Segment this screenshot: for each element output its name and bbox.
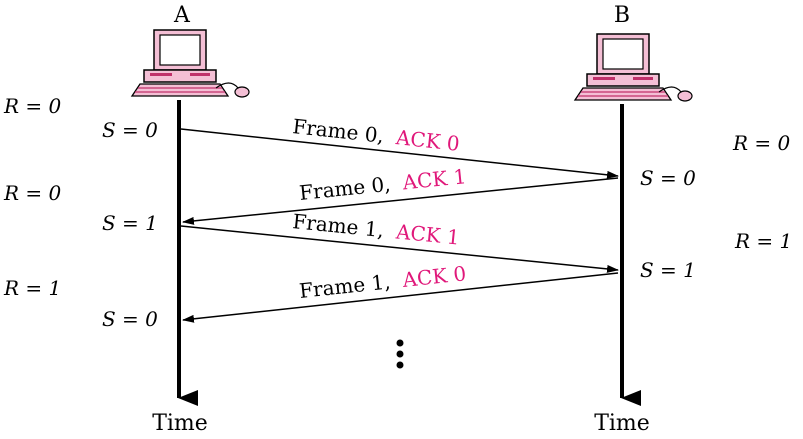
a-state-s-1: S = 0 [102,118,158,142]
message-arrow-1 [180,128,619,179]
a-state-r-2: R = 0 [3,181,62,205]
message-arrow-4 [182,272,619,323]
message-label-4: Frame 1, ACK 0 [298,261,467,303]
computer-a-icon [131,29,250,98]
message-arrow-3 [180,225,619,273]
time-label-a: Time [152,411,208,436]
message-ack-1: ACK 0 [394,125,461,156]
a-state-r-1: R = 0 [3,94,62,118]
b-state-s-1: S = 0 [640,166,696,190]
message-arrow-2 [182,177,619,225]
message-ack-2: ACK 1 [401,164,468,194]
message-label-3: Frame 1, ACK 1 [292,209,461,250]
b-state-r-2: R = 1 [734,229,792,253]
message-label-2: Frame 0, ACK 1 [298,164,467,205]
computer-b-icon [574,33,693,102]
b-state-r-1: R = 0 [732,131,791,155]
message-ack-4: ACK 0 [400,261,467,292]
message-frame-3: Frame 1, [292,209,386,242]
a-state-s-2: S = 1 [102,211,158,235]
a-state-s-3: S = 0 [102,307,158,331]
message-frame-4: Frame 1, [298,269,392,303]
message-frame-2: Frame 0, [298,172,392,205]
station-b-label: B [614,3,630,28]
a-state-r-3: R = 1 [3,276,61,300]
station-a-label: A [173,3,191,28]
continuation-dots [396,339,404,369]
time-label-b: Time [594,411,650,436]
message-ack-3: ACK 1 [394,219,461,249]
b-state-s-2: S = 1 [640,258,696,282]
